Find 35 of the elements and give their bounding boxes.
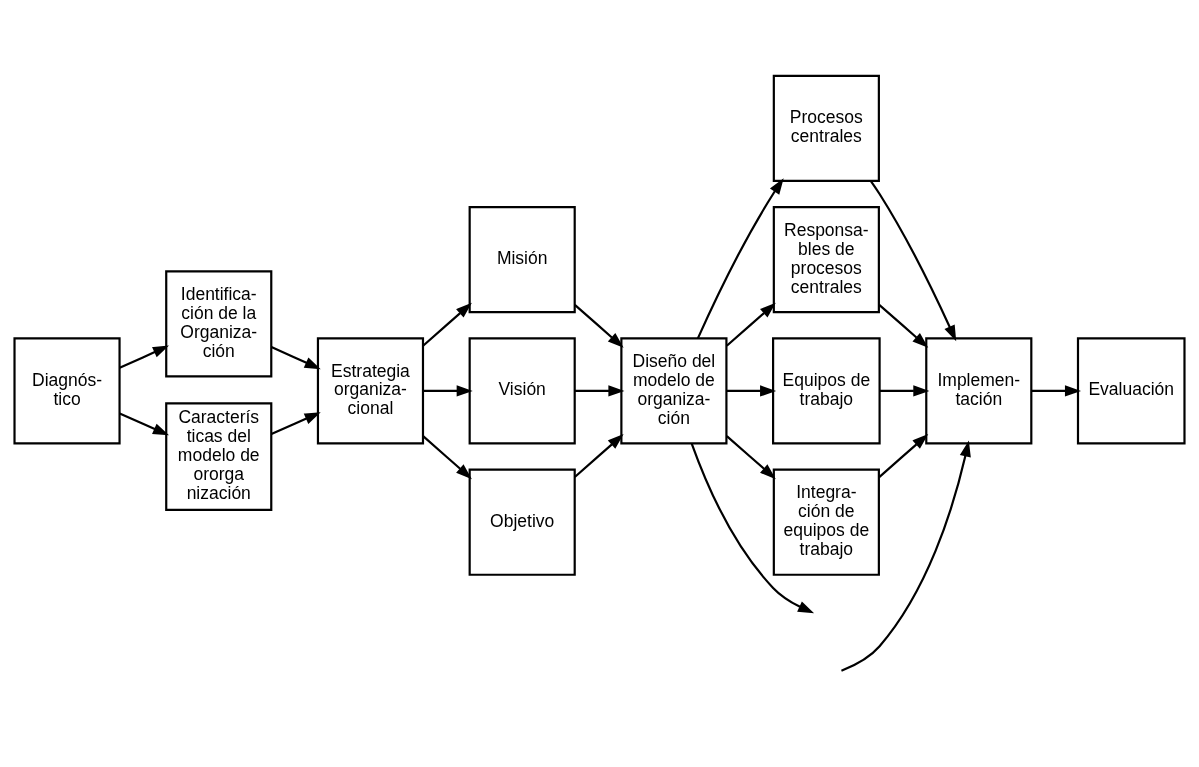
node-box: Caracterís ticas del modelo de ororga nización [165, 402, 273, 511]
node-box: Objetivo [468, 468, 576, 576]
node-box: Identifica- ción de la Organiza- ción [165, 270, 273, 378]
arrow [726, 435, 776, 480]
arrow [878, 434, 929, 478]
arrow [574, 434, 624, 478]
arrow [726, 302, 776, 347]
arrow [574, 304, 624, 348]
arrow [726, 385, 777, 397]
arrow [423, 385, 473, 397]
node-box: Misión [468, 206, 576, 314]
arrow [696, 178, 784, 339]
arrow [574, 385, 625, 397]
arrow [270, 412, 321, 435]
arrow [690, 443, 815, 614]
node-box: Diagnós- tico [13, 337, 121, 445]
arrow [870, 180, 957, 342]
arrow [878, 304, 929, 348]
arrow [270, 345, 321, 370]
node-box: Procesos centrales [772, 74, 880, 182]
arrow [841, 440, 971, 672]
arrow [119, 345, 169, 369]
node-box: Visión [468, 337, 576, 445]
arrow [119, 412, 169, 436]
node-box: Integra- ción de equipos de trabajo [772, 468, 880, 576]
node-box: Equipos de trabajo [772, 337, 881, 445]
arrow [1031, 385, 1082, 397]
node-box: Implemen- tación [925, 337, 1033, 445]
arrow [422, 302, 472, 347]
node-box: Evaluación [1076, 337, 1186, 445]
node-box: Diseño del modelo de organiza- ción [620, 337, 728, 445]
node-box: Responsa- bles de procesos centrales [772, 206, 880, 314]
node-box: Estrategia organiza- cional [316, 337, 425, 445]
arrow [879, 385, 930, 397]
arrow [422, 435, 472, 480]
